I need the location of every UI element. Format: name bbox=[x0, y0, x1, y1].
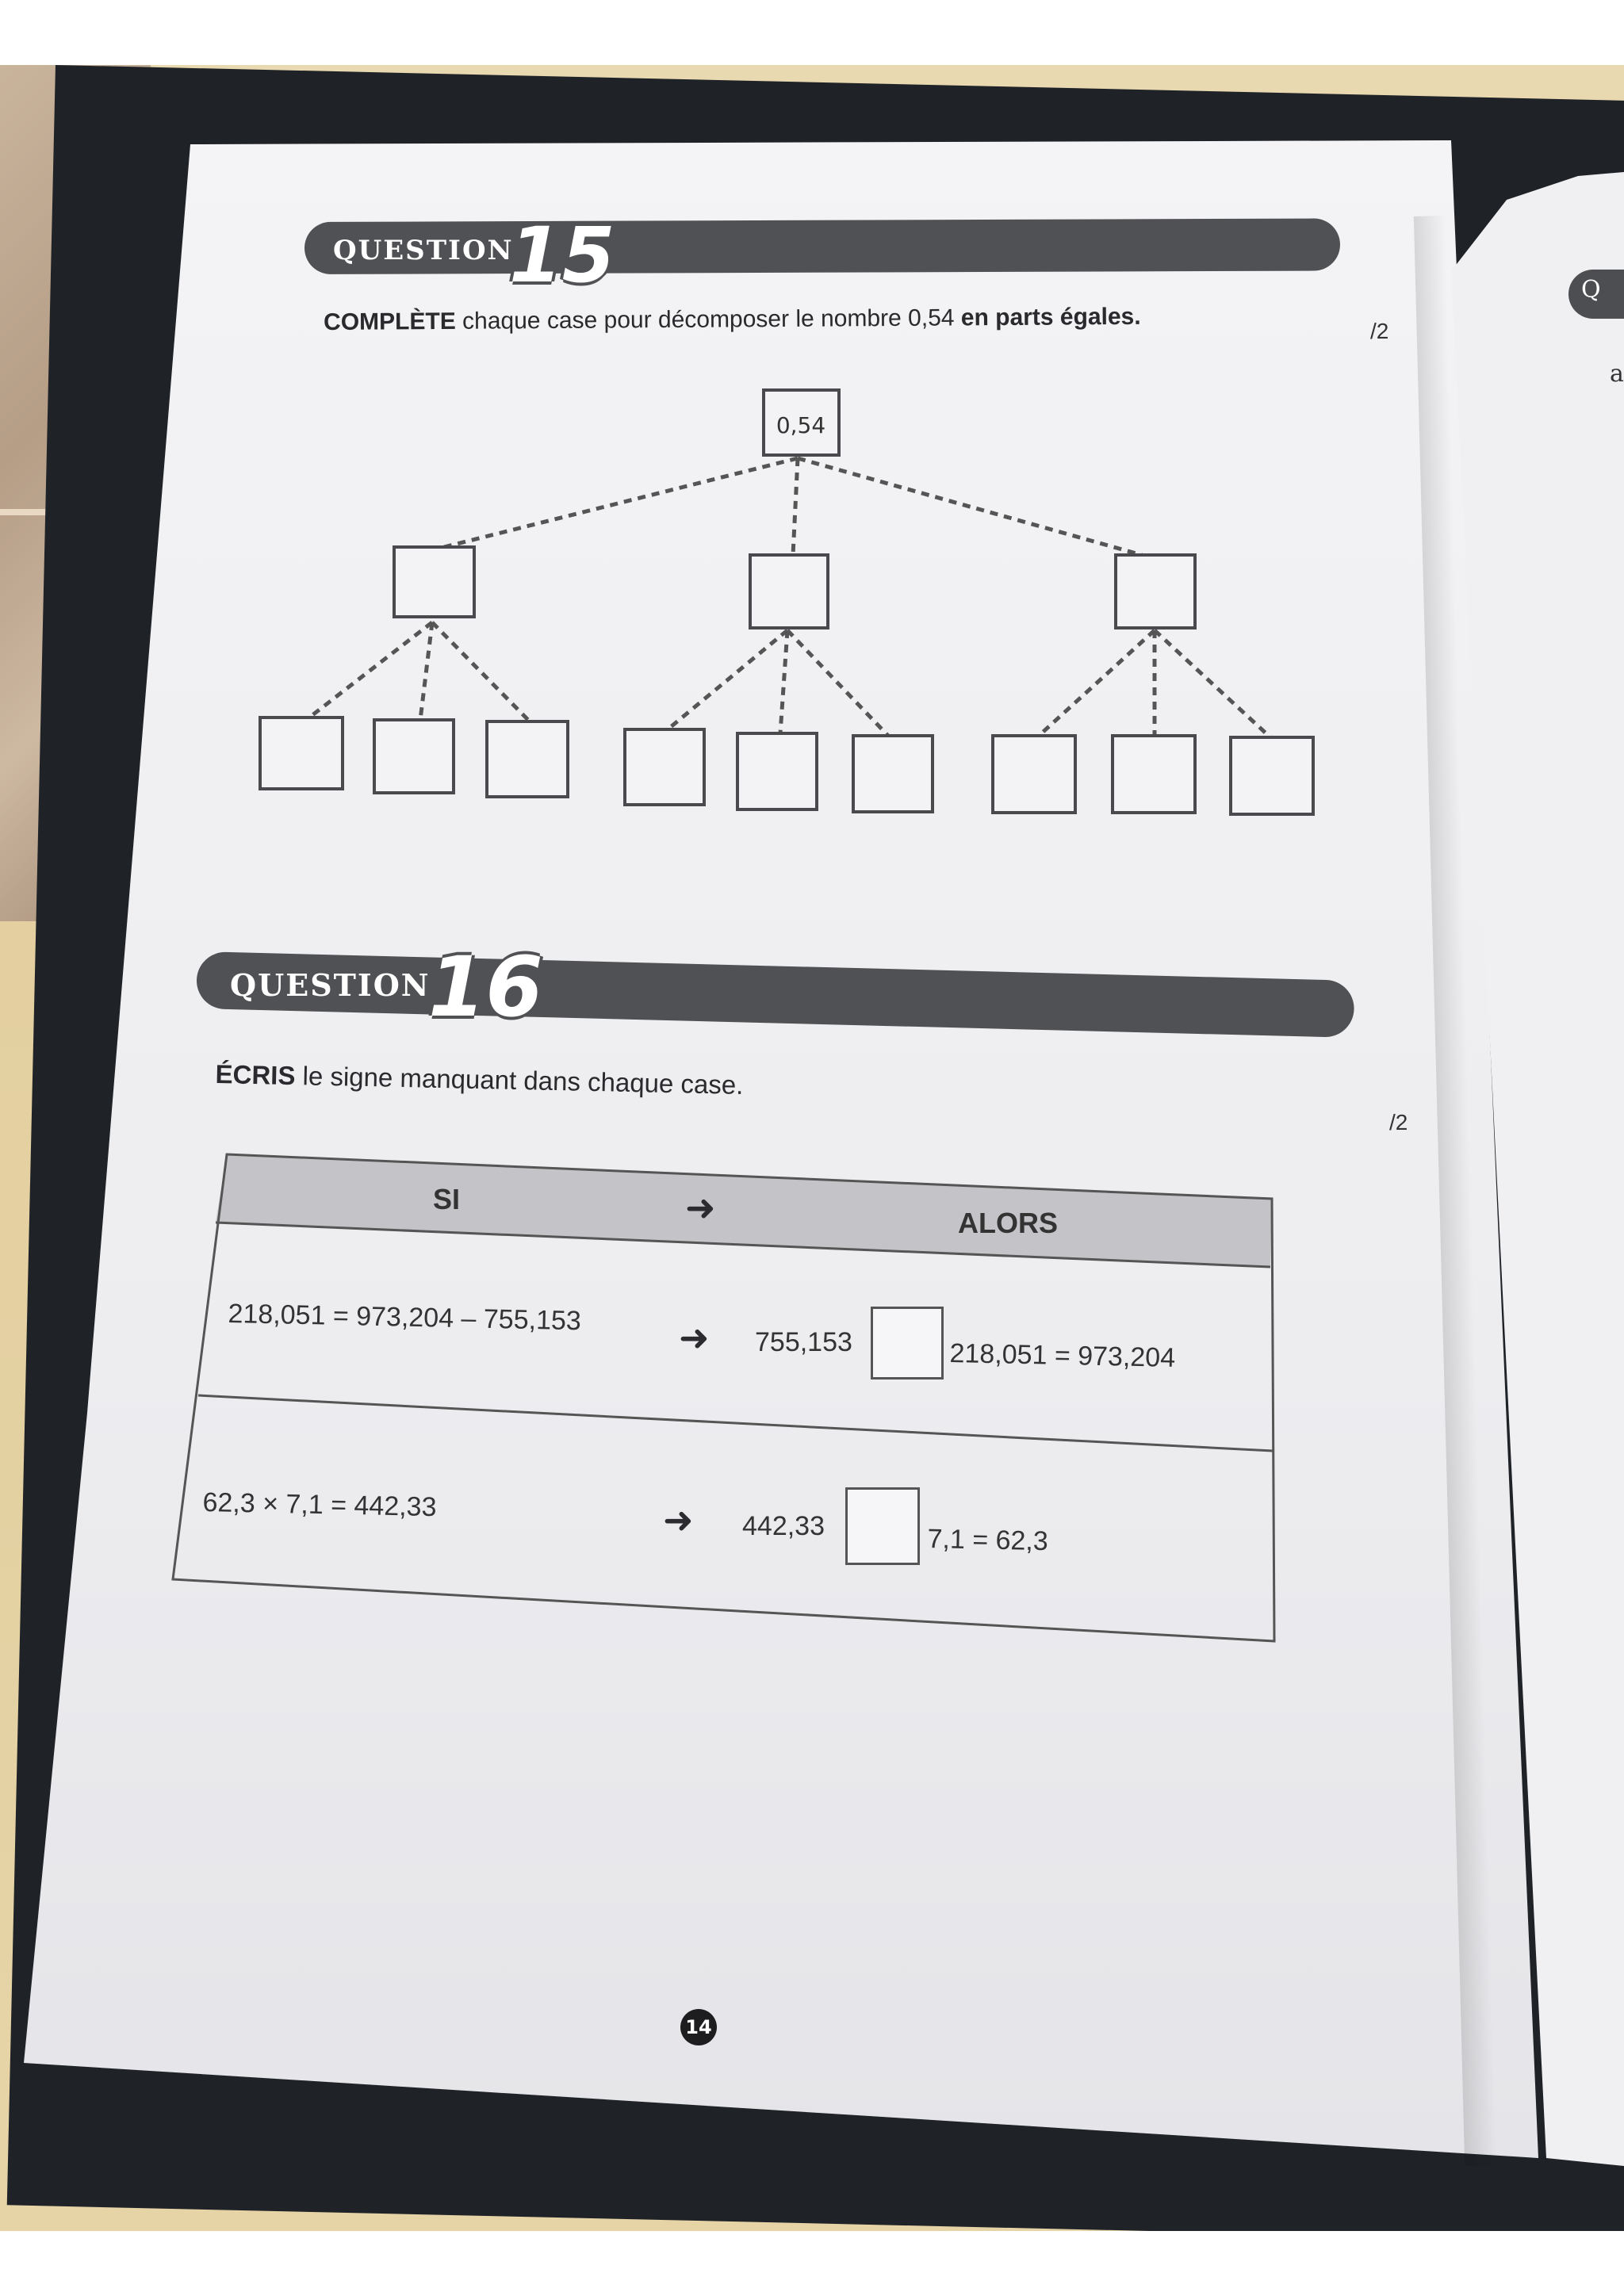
tree-branch bbox=[666, 629, 789, 731]
row1-alors-right: 218,051 = 973,204 bbox=[949, 1338, 1176, 1373]
next-question-banner bbox=[1568, 270, 1624, 319]
row2-arrow-icon: ➜ bbox=[663, 1498, 694, 1541]
question-15-label: QUESTION bbox=[333, 235, 514, 266]
tree-branch bbox=[778, 629, 790, 734]
tree-branch bbox=[418, 622, 435, 721]
tree-leaf-box bbox=[736, 732, 818, 811]
row2-si: 62,3 × 7,1 = 442,33 bbox=[202, 1487, 437, 1523]
tree-leaf-box bbox=[259, 716, 344, 790]
table-header-bg bbox=[216, 1154, 1272, 1267]
tree-leaf-box bbox=[1111, 734, 1197, 814]
next-page-edge-text: a bbox=[1610, 360, 1624, 388]
tree-level1-box bbox=[1114, 553, 1197, 629]
tree-level1-box bbox=[749, 553, 829, 629]
tree-leaf-box bbox=[373, 718, 455, 794]
row2-alors-left: 442,33 bbox=[742, 1511, 825, 1541]
tree-root-box bbox=[762, 388, 841, 457]
tree-branch bbox=[797, 456, 1143, 557]
question-15-number: 15 bbox=[509, 211, 615, 300]
next-tab-letter: Q bbox=[1581, 276, 1601, 304]
tree-root-value: 0,54 bbox=[776, 412, 825, 438]
tree-branch bbox=[308, 621, 434, 719]
question-16-number: 16 bbox=[428, 939, 543, 1035]
page-number: 14 bbox=[680, 2009, 717, 2045]
question-15-score: /2 bbox=[1370, 319, 1389, 343]
header-arrow-icon: ➜ bbox=[685, 1186, 716, 1229]
question-16-score: /2 bbox=[1389, 1110, 1408, 1135]
tree-branch bbox=[791, 457, 800, 556]
table-header-divider bbox=[215, 1221, 1271, 1269]
row1-answer-box[interactable] bbox=[871, 1307, 944, 1380]
tree-branch bbox=[443, 456, 799, 549]
row1-arrow-icon: ➜ bbox=[679, 1316, 710, 1359]
tree-branch bbox=[1037, 629, 1156, 737]
tree-leaf-box bbox=[623, 728, 706, 806]
table-row-divider bbox=[197, 1394, 1274, 1452]
tree-leaf-box bbox=[1229, 736, 1315, 816]
workbook-page bbox=[24, 140, 1538, 2158]
row2-alors-right: 7,1 = 62,3 bbox=[927, 1524, 1049, 1557]
tree-branch bbox=[431, 621, 531, 723]
tree-branch bbox=[786, 629, 890, 737]
tree-level1-box bbox=[393, 545, 476, 618]
row2-answer-box[interactable] bbox=[845, 1487, 920, 1565]
header-alors: ALORS bbox=[958, 1207, 1058, 1239]
tree-leaf-box bbox=[485, 720, 569, 798]
tree-connectors bbox=[308, 456, 1272, 739]
tree-leaf-box bbox=[991, 734, 1077, 814]
header-si: SI bbox=[433, 1183, 461, 1215]
question-16-label: QUESTION bbox=[230, 967, 431, 1003]
tree-leaf-box bbox=[852, 734, 934, 813]
row1-alors-left: 755,153 bbox=[755, 1327, 852, 1357]
table-outline bbox=[171, 1153, 1276, 1643]
tree-branch bbox=[1153, 629, 1272, 739]
